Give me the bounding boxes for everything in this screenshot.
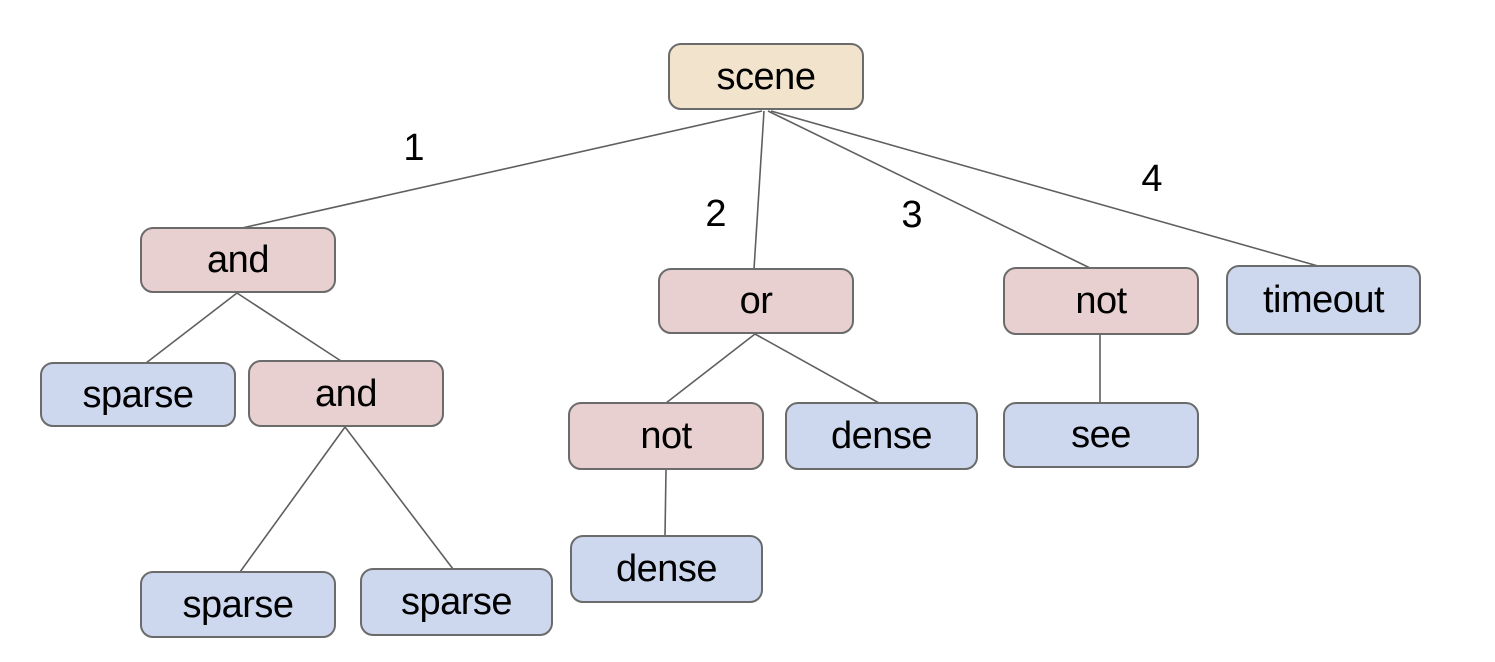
edge-scene-timeout-1 [770,110,1319,267]
tree-node-not-2: not [568,402,764,470]
edge-and-2-sparse-2 [239,426,346,573]
edge-label-1: 1 [403,127,425,169]
tree-node-and-1: and [140,227,336,293]
tree-node-and-2: and [248,360,444,427]
edge-label-2: 2 [705,193,727,235]
tree-node-sparse-3: sparse [360,568,553,636]
edge-label-4: 4 [1141,158,1163,200]
edge-scene-and-1 [241,110,763,229]
edge-scene-or-1 [753,110,765,270]
edge-or-1-dense-1 [754,333,880,404]
tree-node-dense-1: dense [785,402,978,470]
edge-not-2-dense-2 [664,469,667,537]
edge-or-1-not-2 [665,333,756,404]
tree-node-or-1: or [658,268,854,334]
edge-and-1-sparse-1 [145,292,238,364]
tree-node-dense-2: dense [570,535,763,603]
tree-node-sparse-2: sparse [140,571,336,638]
edge-label-3: 3 [901,194,923,236]
tree-node-scene: scene [668,43,864,110]
tree-node-timeout-1: timeout [1226,265,1421,335]
edge-scene-not-1 [767,110,1091,269]
tree-node-sparse-1: sparse [40,362,236,427]
tree-node-see-1: see [1003,402,1199,468]
tree-node-not-1: not [1003,267,1199,335]
edge-and-1-and-2 [236,292,342,362]
edge-and-2-sparse-3 [344,426,454,570]
